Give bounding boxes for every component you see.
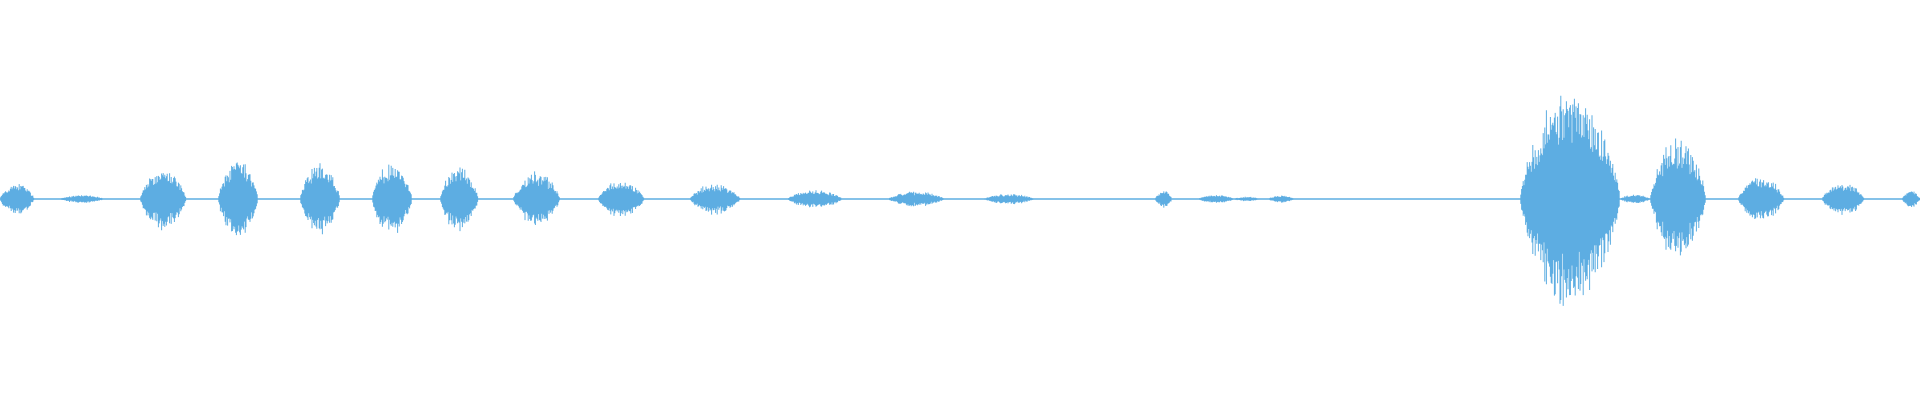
waveform-burst-path [788, 190, 843, 208]
waveform-burst-path [218, 162, 258, 236]
waveform-burst-path [440, 167, 479, 232]
waveform-burst-path [513, 171, 560, 225]
waveform-burst [1738, 178, 1785, 219]
waveform-burst-path [300, 163, 340, 235]
waveform-burst [984, 194, 1035, 205]
waveform-burst-path [888, 191, 944, 207]
waveform-burst-path [1198, 195, 1234, 203]
waveform-burst [513, 171, 560, 225]
waveform-burst-path [1822, 184, 1865, 215]
waveform-burst [140, 173, 187, 231]
waveform-burst [1234, 196, 1261, 202]
waveform-burst-path [1520, 95, 1620, 306]
waveform-burst-path [0, 184, 35, 214]
waveform-burst-path [1902, 191, 1920, 207]
waveform-burst [788, 190, 843, 208]
waveform-burst [1520, 95, 1620, 306]
waveform-burst-path [690, 184, 741, 215]
waveform-burst-path [60, 195, 104, 203]
waveform-burst [1902, 191, 1920, 207]
waveform-burst [1155, 191, 1173, 208]
waveform-burst [690, 184, 741, 215]
waveform-burst [440, 167, 479, 232]
waveform-burst [0, 184, 35, 214]
waveform-burst [1822, 184, 1865, 215]
waveform-burst [598, 182, 645, 216]
waveform-burst [1650, 138, 1706, 256]
waveform-burst [60, 195, 104, 203]
waveform-burst-path [140, 173, 187, 231]
waveform-burst-path [372, 164, 412, 233]
waveform-burst [1268, 195, 1295, 203]
waveform-burst [888, 191, 944, 207]
waveform-burst [300, 163, 340, 235]
waveform-burst-path [1620, 194, 1651, 203]
waveform-burst-path [1234, 196, 1261, 202]
waveform-burst [1620, 194, 1651, 203]
waveform-burst [372, 164, 412, 233]
waveform-burst-path [1155, 191, 1173, 208]
waveform-burst [1198, 195, 1234, 203]
waveform-burst [218, 162, 258, 236]
waveform-burst-path [1738, 178, 1785, 219]
waveform-burst-path [1650, 138, 1706, 256]
waveform-burst-path [1268, 195, 1295, 203]
waveform-burst-path [984, 194, 1035, 205]
waveform-burst-path [598, 182, 645, 216]
